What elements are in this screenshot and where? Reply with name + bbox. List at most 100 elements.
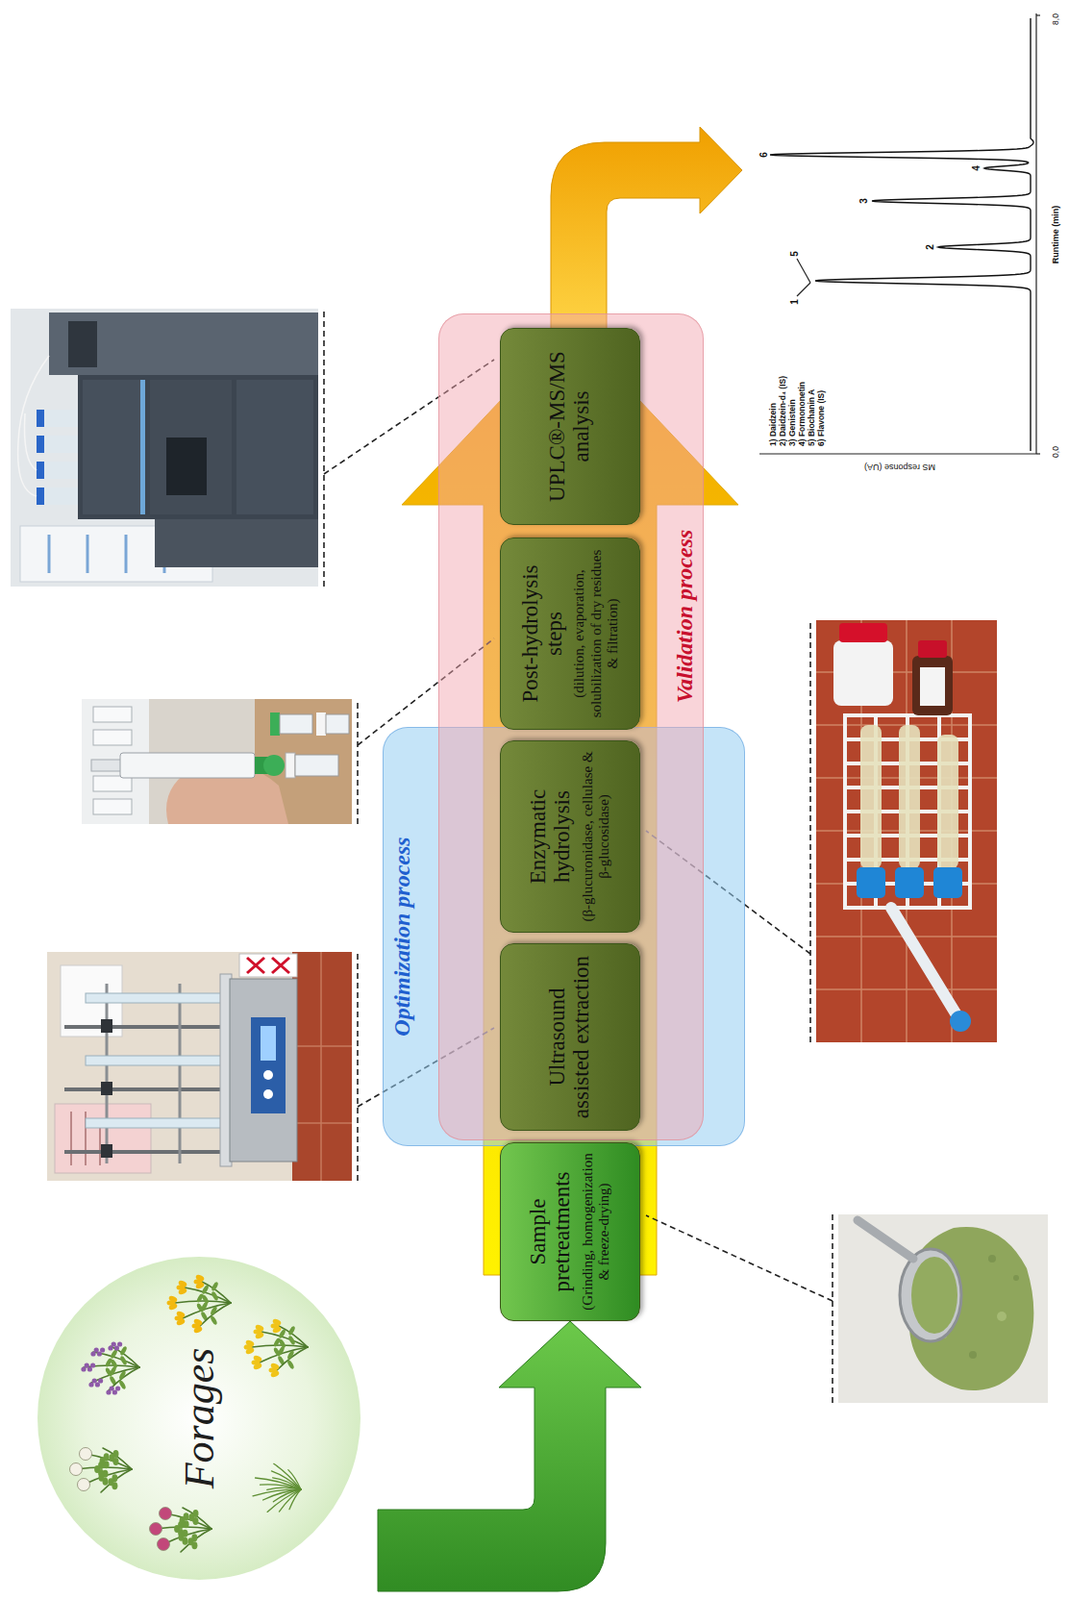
plant-stem <box>278 1325 308 1347</box>
illustration-part <box>93 798 132 815</box>
forage-circle: Forages <box>35 1254 363 1582</box>
illustration-part <box>285 752 296 778</box>
illustration-part <box>949 1010 971 1032</box>
illustration-part <box>10 308 319 587</box>
syringe-photo <box>81 698 352 824</box>
illustration-part <box>891 907 961 1021</box>
illustration-part <box>36 409 45 427</box>
illustration-part <box>1036 452 1041 454</box>
legend-entry: 6) Flavone (IS) <box>816 390 826 447</box>
plant-flower <box>115 1385 121 1391</box>
plant-flower <box>157 1538 171 1551</box>
illustration-part <box>44 461 78 479</box>
leader-lines <box>323 308 833 1403</box>
illustration-part <box>816 620 997 1043</box>
box-detail: (β-glucuronidase, cellulase & β-glucosid… <box>579 748 614 924</box>
plant-leaf <box>277 1338 287 1349</box>
illustration-part <box>295 754 339 776</box>
region-label: Optimization process <box>389 836 416 1036</box>
illustration-part <box>272 957 290 973</box>
legend-entry: 4) Formononetin <box>796 381 807 447</box>
illustration-part <box>898 724 920 870</box>
box-title: Ultrasound assisted extraction <box>546 951 595 1122</box>
peak-number: 5 <box>789 250 800 257</box>
plant-stem <box>263 1489 301 1500</box>
plant-flower <box>90 1362 96 1368</box>
illustration-part <box>809 620 812 1043</box>
plant-leaf <box>200 1293 210 1305</box>
box-detail: (dilution, evaporation, solubilization o… <box>571 546 622 721</box>
illustration-part <box>831 1214 834 1403</box>
illustration-part <box>99 1122 101 1166</box>
illustration-part <box>70 1111 73 1166</box>
illustration-part <box>263 754 285 776</box>
peak-number: 4 <box>970 165 982 172</box>
plant-stem <box>252 1489 301 1496</box>
plant-leaf <box>109 1358 119 1369</box>
illustration-part <box>229 978 298 1162</box>
illustration-part <box>937 734 959 870</box>
plant-leaf <box>179 1516 186 1524</box>
plant-leaf <box>174 1524 180 1533</box>
illustration-part <box>356 951 359 1181</box>
illustration-part <box>105 983 109 1164</box>
plant-stem <box>163 1528 212 1544</box>
plant-leaf <box>209 1305 219 1317</box>
plant-leaf <box>175 1310 187 1319</box>
plant-leaf <box>104 1367 114 1378</box>
illustration-part <box>64 1149 230 1154</box>
illustration-part <box>1036 14 1041 16</box>
illustration-part <box>912 655 953 716</box>
illustration-part <box>1013 1274 1020 1281</box>
illustration-part <box>796 258 811 283</box>
illustration-part <box>839 622 888 643</box>
illustration-part <box>856 867 886 898</box>
plant-leaf <box>119 1354 128 1366</box>
flow-arrow <box>377 1320 642 1592</box>
plant-flower <box>79 1447 93 1461</box>
process-box: UPLC®-MS/MS analysis <box>499 327 641 525</box>
illustration-part <box>44 435 78 453</box>
plant-leaf <box>177 1279 189 1289</box>
illustration-part <box>36 461 45 479</box>
axis-label: 8,0 <box>1050 13 1061 25</box>
sonicator-photo <box>47 951 352 1181</box>
plant-stem <box>155 1526 212 1529</box>
plant-flower <box>77 1478 91 1492</box>
plant-leaf <box>118 1369 127 1381</box>
plant-stem <box>276 1346 308 1370</box>
plant-stem <box>182 1507 212 1529</box>
illustration-part <box>82 379 141 515</box>
box-title: UPLC®-MS/MS analysis <box>546 336 595 517</box>
plant-flower <box>149 1522 163 1536</box>
illustration-part <box>270 712 280 736</box>
legend-entry: 2) Daidzein-d₄ (IS) <box>777 375 788 447</box>
box-title: Post-hydrolysis steps <box>519 546 568 721</box>
plant-flower <box>117 1341 123 1346</box>
region-label: Validation process <box>671 491 698 742</box>
illustration-part <box>250 1017 286 1114</box>
illustration-part <box>263 1069 274 1080</box>
illustration-part <box>894 867 924 898</box>
plant-leaf <box>287 1334 297 1345</box>
illustration-part <box>292 1044 352 1047</box>
plant-flower <box>70 1463 83 1476</box>
peak-number: 3 <box>858 198 870 204</box>
illustration-part <box>47 951 352 1181</box>
plant-stem <box>100 1468 132 1492</box>
illustration-part <box>247 957 265 973</box>
illustration-part <box>247 957 265 973</box>
illustration-part <box>292 1121 352 1124</box>
chromatogram-axes <box>759 13 1041 454</box>
process-box: Sample pretreatments(Grinding, homogeniz… <box>499 1142 641 1321</box>
illustration-part <box>36 435 45 453</box>
illustration-part <box>166 437 207 496</box>
plant-leaf <box>119 1344 128 1356</box>
illustration-part <box>325 714 349 734</box>
axis-label: MS response (UA) <box>864 462 936 473</box>
illustration-part <box>85 1055 240 1066</box>
powder-photo <box>838 1214 1048 1403</box>
illustration-part <box>845 715 970 908</box>
illustration-part <box>996 1311 1007 1321</box>
